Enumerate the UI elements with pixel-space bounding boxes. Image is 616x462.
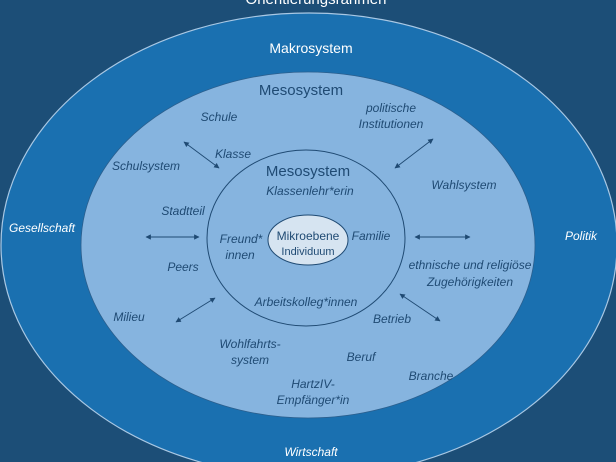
ethnisch-label-2: Zugehörigkeiten xyxy=(426,275,513,289)
stadtteil-label: Stadtteil xyxy=(161,204,205,218)
politische-label-1: politische xyxy=(365,101,416,115)
arbeitskollegen-label: Arbeitskolleg*innen xyxy=(254,295,358,309)
klasse-label: Klasse xyxy=(215,147,251,161)
arrow-betrieb xyxy=(399,293,441,322)
peers-label: Peers xyxy=(167,260,198,274)
gesellschaft-label: Gesellschaft xyxy=(9,221,76,235)
politische-label-2: Institutionen xyxy=(359,117,424,131)
wirtschaft-label: Wirtschaft xyxy=(284,445,338,459)
branche-label: Branche xyxy=(409,369,454,383)
wahlsystem-label: Wahlsystem xyxy=(431,178,496,192)
klassenlehrer-label: Klassenlehr*erin xyxy=(266,184,354,198)
arrow-schule xyxy=(183,141,220,169)
mesosystem-inner-circle xyxy=(206,149,406,327)
mesosystem-outer-label: Mesosystem xyxy=(259,82,343,99)
schulsystem-label: Schulsystem xyxy=(112,159,180,173)
mikroebene-ellipse xyxy=(267,214,349,266)
familie-label: Familie xyxy=(352,229,391,243)
betrieb-label: Betrieb xyxy=(373,312,411,326)
milieu-label: Milieu xyxy=(113,310,145,324)
schule-label: Schule xyxy=(201,110,238,124)
freund-label-1: Freund* xyxy=(220,232,263,246)
mikroebene-label: Mikroebene xyxy=(277,229,340,243)
hartz-label-2: Empfänger*in xyxy=(277,393,350,407)
arrow-politik xyxy=(394,138,434,169)
ethnisch-label-1: ethnische und religiöse xyxy=(409,258,532,272)
wohlfahrt-label-2: system xyxy=(231,353,269,367)
freund-label-2: innen xyxy=(225,248,255,262)
makrosystem-label: Makrosystem xyxy=(269,40,352,56)
arrow-milieu xyxy=(175,297,216,323)
wohlfahrt-label-1: Wohlfahrts- xyxy=(219,337,280,351)
hartz-label-1: HartzIV- xyxy=(291,377,335,391)
beruf-label: Beruf xyxy=(347,350,377,364)
politik-label: Politik xyxy=(565,229,598,243)
title: Orientierungsrahmen xyxy=(246,0,387,8)
individuum-label: Individuum xyxy=(281,246,334,258)
mesosystem-inner-label: Mesosystem xyxy=(266,163,350,180)
